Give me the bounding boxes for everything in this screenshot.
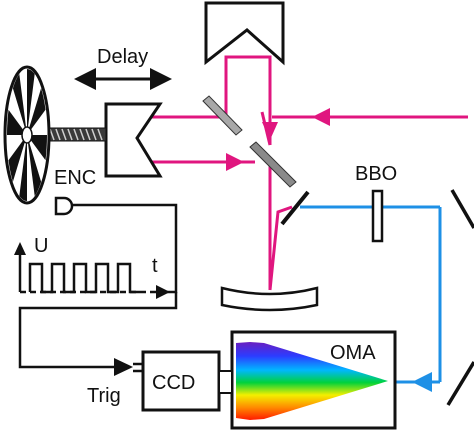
- bbo-crystal: [371, 189, 384, 243]
- chopper-blade: [12, 74, 27, 135]
- delay-label: Delay: [97, 46, 148, 68]
- encoder-pickup: [54, 196, 74, 216]
- chopper-blade: [27, 68, 35, 135]
- oma-label: OMA: [330, 342, 376, 364]
- trigger-arrow: [114, 358, 133, 376]
- beam-splitters: [202, 95, 297, 188]
- pump-arrow-down: [262, 122, 278, 140]
- oma-spectrometer: OMA: [230, 330, 397, 430]
- pump-arrow-return: [226, 153, 244, 171]
- ccd-camera: CCD: [133, 350, 233, 412]
- chopper-wheel: [3, 65, 51, 205]
- right-mirror-top: [450, 189, 474, 229]
- pump-beam-upper-delay: [224, 55, 272, 145]
- pump-beam-path: [150, 55, 468, 291]
- chopper-hub: [21, 126, 33, 144]
- retroreflector-top: [204, 1, 285, 66]
- chopper-spokes: [6, 68, 48, 202]
- chopper-blade: [19, 135, 27, 202]
- curved-mirror: [220, 286, 319, 312]
- delay-retroreflector: [43, 102, 163, 178]
- pump-beam-arrows: [226, 108, 330, 171]
- steering-mirror: [280, 190, 310, 226]
- ccd-label: CCD: [152, 372, 195, 394]
- pump-beam-to-curved-mirror: [268, 205, 293, 291]
- chopper-blade: [27, 88, 46, 135]
- probe-arrow-to-oma: [412, 372, 432, 392]
- ccd-box: [141, 350, 221, 412]
- delay-double-arrow: [74, 68, 172, 90]
- retroreflector-icon: [204, 1, 285, 66]
- chopper-blade: [6, 109, 28, 135]
- enc-label: ENC: [54, 167, 96, 189]
- pulse-train: [28, 262, 140, 294]
- trig-label: Trig: [87, 385, 121, 407]
- ccd-lens-mount: [218, 370, 233, 394]
- pump-arrow-input: [312, 108, 330, 126]
- trigger-cable: [18, 292, 178, 369]
- chopper-blade: [27, 135, 42, 196]
- square-wave-icon: [14, 242, 170, 299]
- right-mirror-bottom: [446, 361, 474, 406]
- beamsplitter-1: [202, 95, 243, 136]
- screw-threads: [49, 128, 103, 141]
- rainbow-spectrum-icon: [236, 342, 388, 420]
- chopper-blade: [8, 135, 27, 182]
- t-axis-label: t: [152, 255, 158, 277]
- beamsplitter-2: [249, 141, 297, 188]
- retroreflector-icon: [104, 102, 163, 178]
- chopper-blade: [27, 135, 48, 161]
- bbo-label: BBO: [355, 163, 397, 185]
- u-axis-label: U: [34, 235, 48, 257]
